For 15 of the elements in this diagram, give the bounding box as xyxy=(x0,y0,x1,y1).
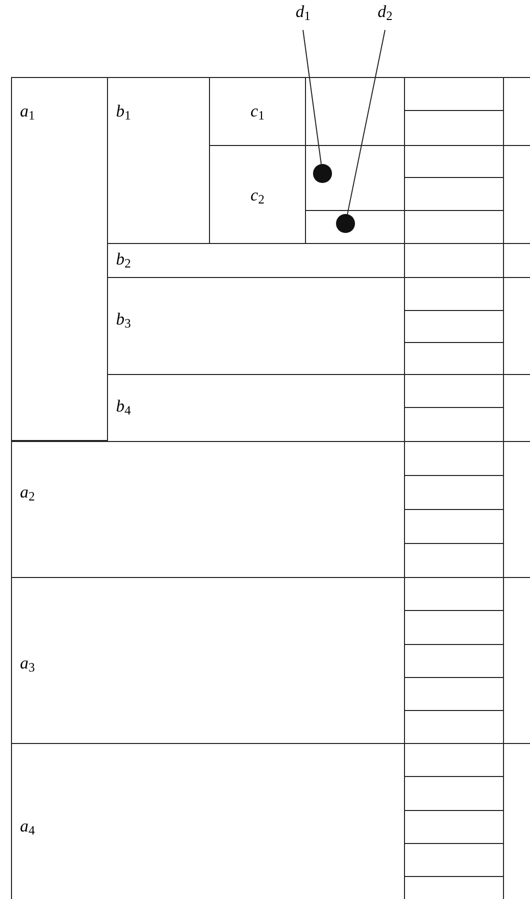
leader-line xyxy=(302,30,322,165)
variable-label: d$_{2}$ xyxy=(372,3,398,29)
cell-label: a$_{1}$ xyxy=(20,102,35,120)
cell-label: b$_{1}$ xyxy=(116,102,131,120)
cell-label: a$_{4}$ xyxy=(20,818,35,834)
cell-label: b$_{2}$ xyxy=(116,250,131,268)
table-cell xyxy=(11,77,108,441)
variable-label: d$_{1}$ xyxy=(290,3,316,29)
cell-label: a$_{2}$ xyxy=(20,484,35,500)
cell-label: c$_{1}$ xyxy=(250,102,264,120)
cell-label: b$_{4}$ xyxy=(116,398,131,414)
cell-label: a$_{3}$ xyxy=(20,654,35,672)
leader-line xyxy=(346,30,386,215)
cell-label: b$_{3}$ xyxy=(116,310,131,328)
cell-label: c$_{2}$ xyxy=(250,186,264,204)
